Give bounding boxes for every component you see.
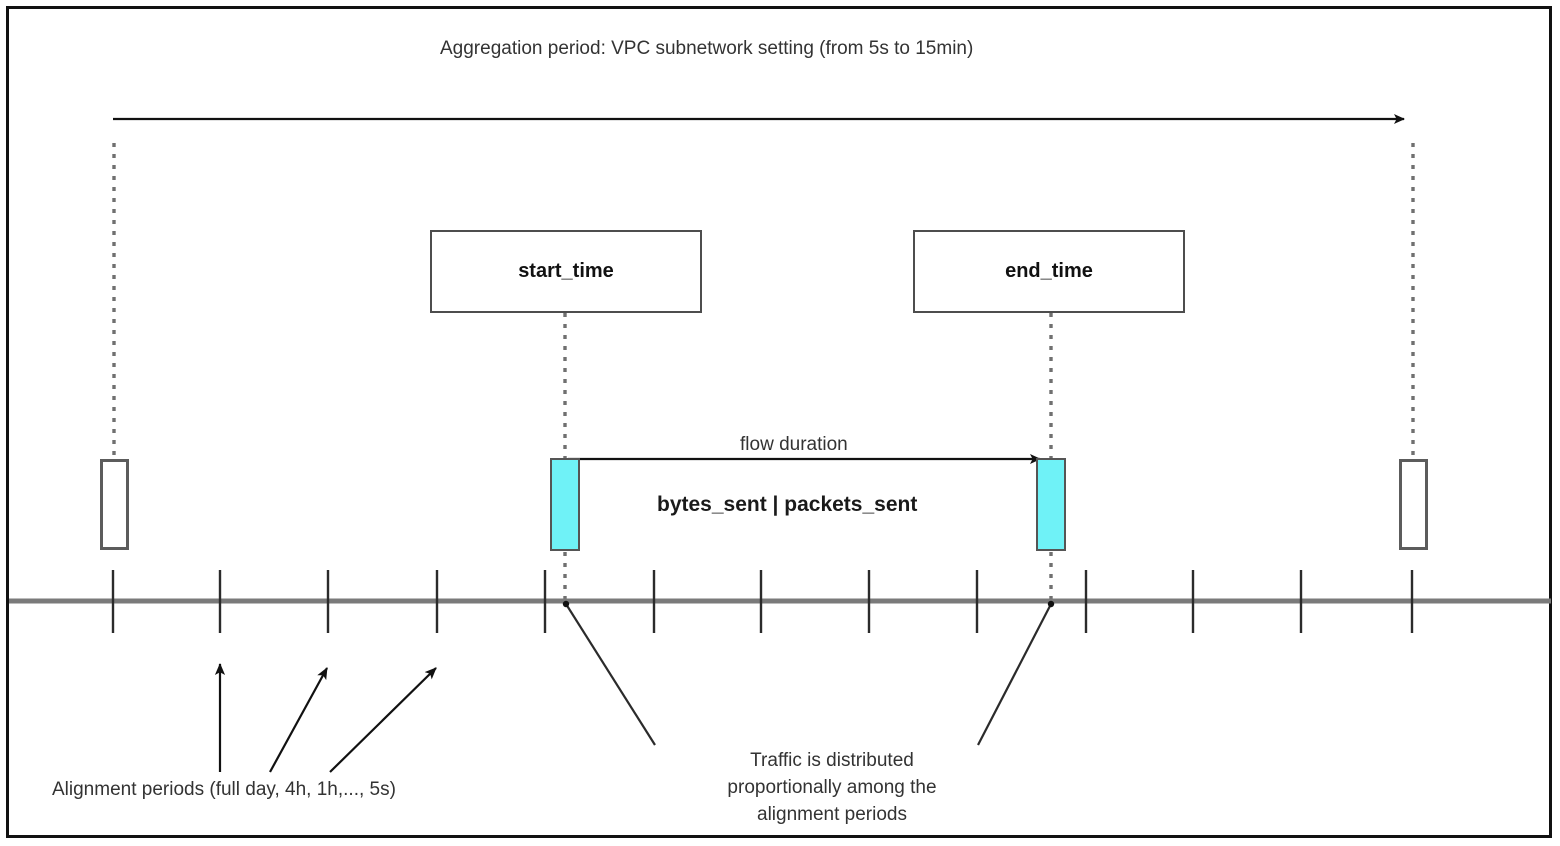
flow-start-bar <box>550 458 580 551</box>
flow-metrics-label: bytes_sent | packets_sent <box>657 493 918 516</box>
aggregation-window-end-bar <box>1399 459 1428 550</box>
start-time-label: start_time <box>518 260 614 282</box>
end-time-label: end_time <box>1005 260 1093 282</box>
aggregation-period-title: Aggregation period: VPC subnetwork setti… <box>440 38 974 59</box>
traffic-distribution-caption: Traffic is distributed proportionally am… <box>706 747 958 828</box>
end-time-box[interactable]: end_time <box>913 230 1185 313</box>
flow-duration-label: flow duration <box>740 434 848 455</box>
start-time-box[interactable]: start_time <box>430 230 702 313</box>
flow-end-bar <box>1036 458 1066 551</box>
traffic-distribution-line-1: Traffic is distributed <box>750 750 914 771</box>
diagram-frame <box>6 6 1552 838</box>
traffic-distribution-line-3: alignment periods <box>757 804 907 825</box>
alignment-periods-caption: Alignment periods (full day, 4h, 1h,...,… <box>52 779 396 800</box>
traffic-distribution-line-2: proportionally among the <box>727 777 937 798</box>
aggregation-window-start-bar <box>100 459 129 550</box>
